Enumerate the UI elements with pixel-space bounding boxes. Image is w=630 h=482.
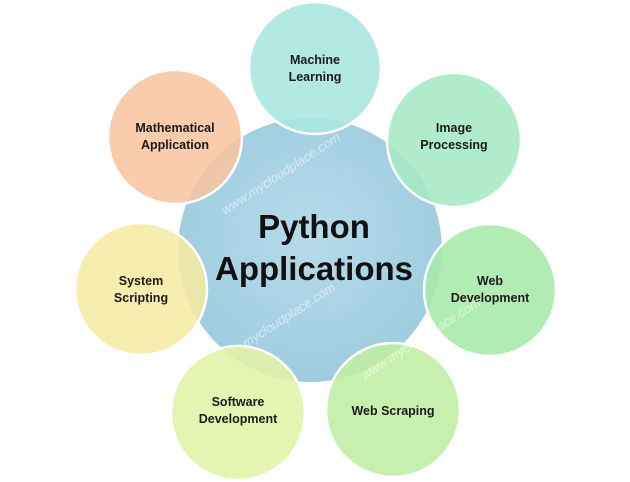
node-software-development[interactable]: Software Development [169,344,307,482]
node-mathematical-application[interactable]: Mathematical Application [106,68,244,206]
node-label-line1: Software [212,395,265,409]
center-title-line2: Applications [215,250,413,287]
node-label-line2: Learning [289,70,342,84]
nodes-layer: Machine Learning Image Processing Web De… [73,0,558,482]
node-circle [324,341,462,479]
node-label-line2: Development [199,412,278,426]
node-circle [385,71,523,209]
node-label-line1: Image [436,121,472,135]
node-image-processing[interactable]: Image Processing [385,71,523,209]
node-circle [73,221,209,357]
node-label-line1: Machine [290,53,340,67]
node-circle [422,222,558,358]
node-label-line1: Mathematical [135,121,214,135]
node-label-line2: Application [141,138,209,152]
node-web-development[interactable]: Web Development [422,222,558,358]
node-system-scripting[interactable]: System Scripting [73,221,209,357]
node-web-scraping[interactable]: Web Scraping [324,341,462,479]
node-label-line1: Web Scraping [351,404,434,418]
node-label-line1: System [119,274,163,288]
node-circle [106,68,244,206]
node-label-line2: Scripting [114,291,168,305]
node-label-line2: Processing [420,138,487,152]
center-circle [178,118,442,382]
node-circle [169,344,307,482]
node-label-line2: Development [451,291,530,305]
node-machine-learning[interactable]: Machine Learning [247,0,383,136]
center-title-line1: Python [258,208,370,245]
node-label-line1: Web [477,274,504,288]
node-circle [247,0,383,136]
